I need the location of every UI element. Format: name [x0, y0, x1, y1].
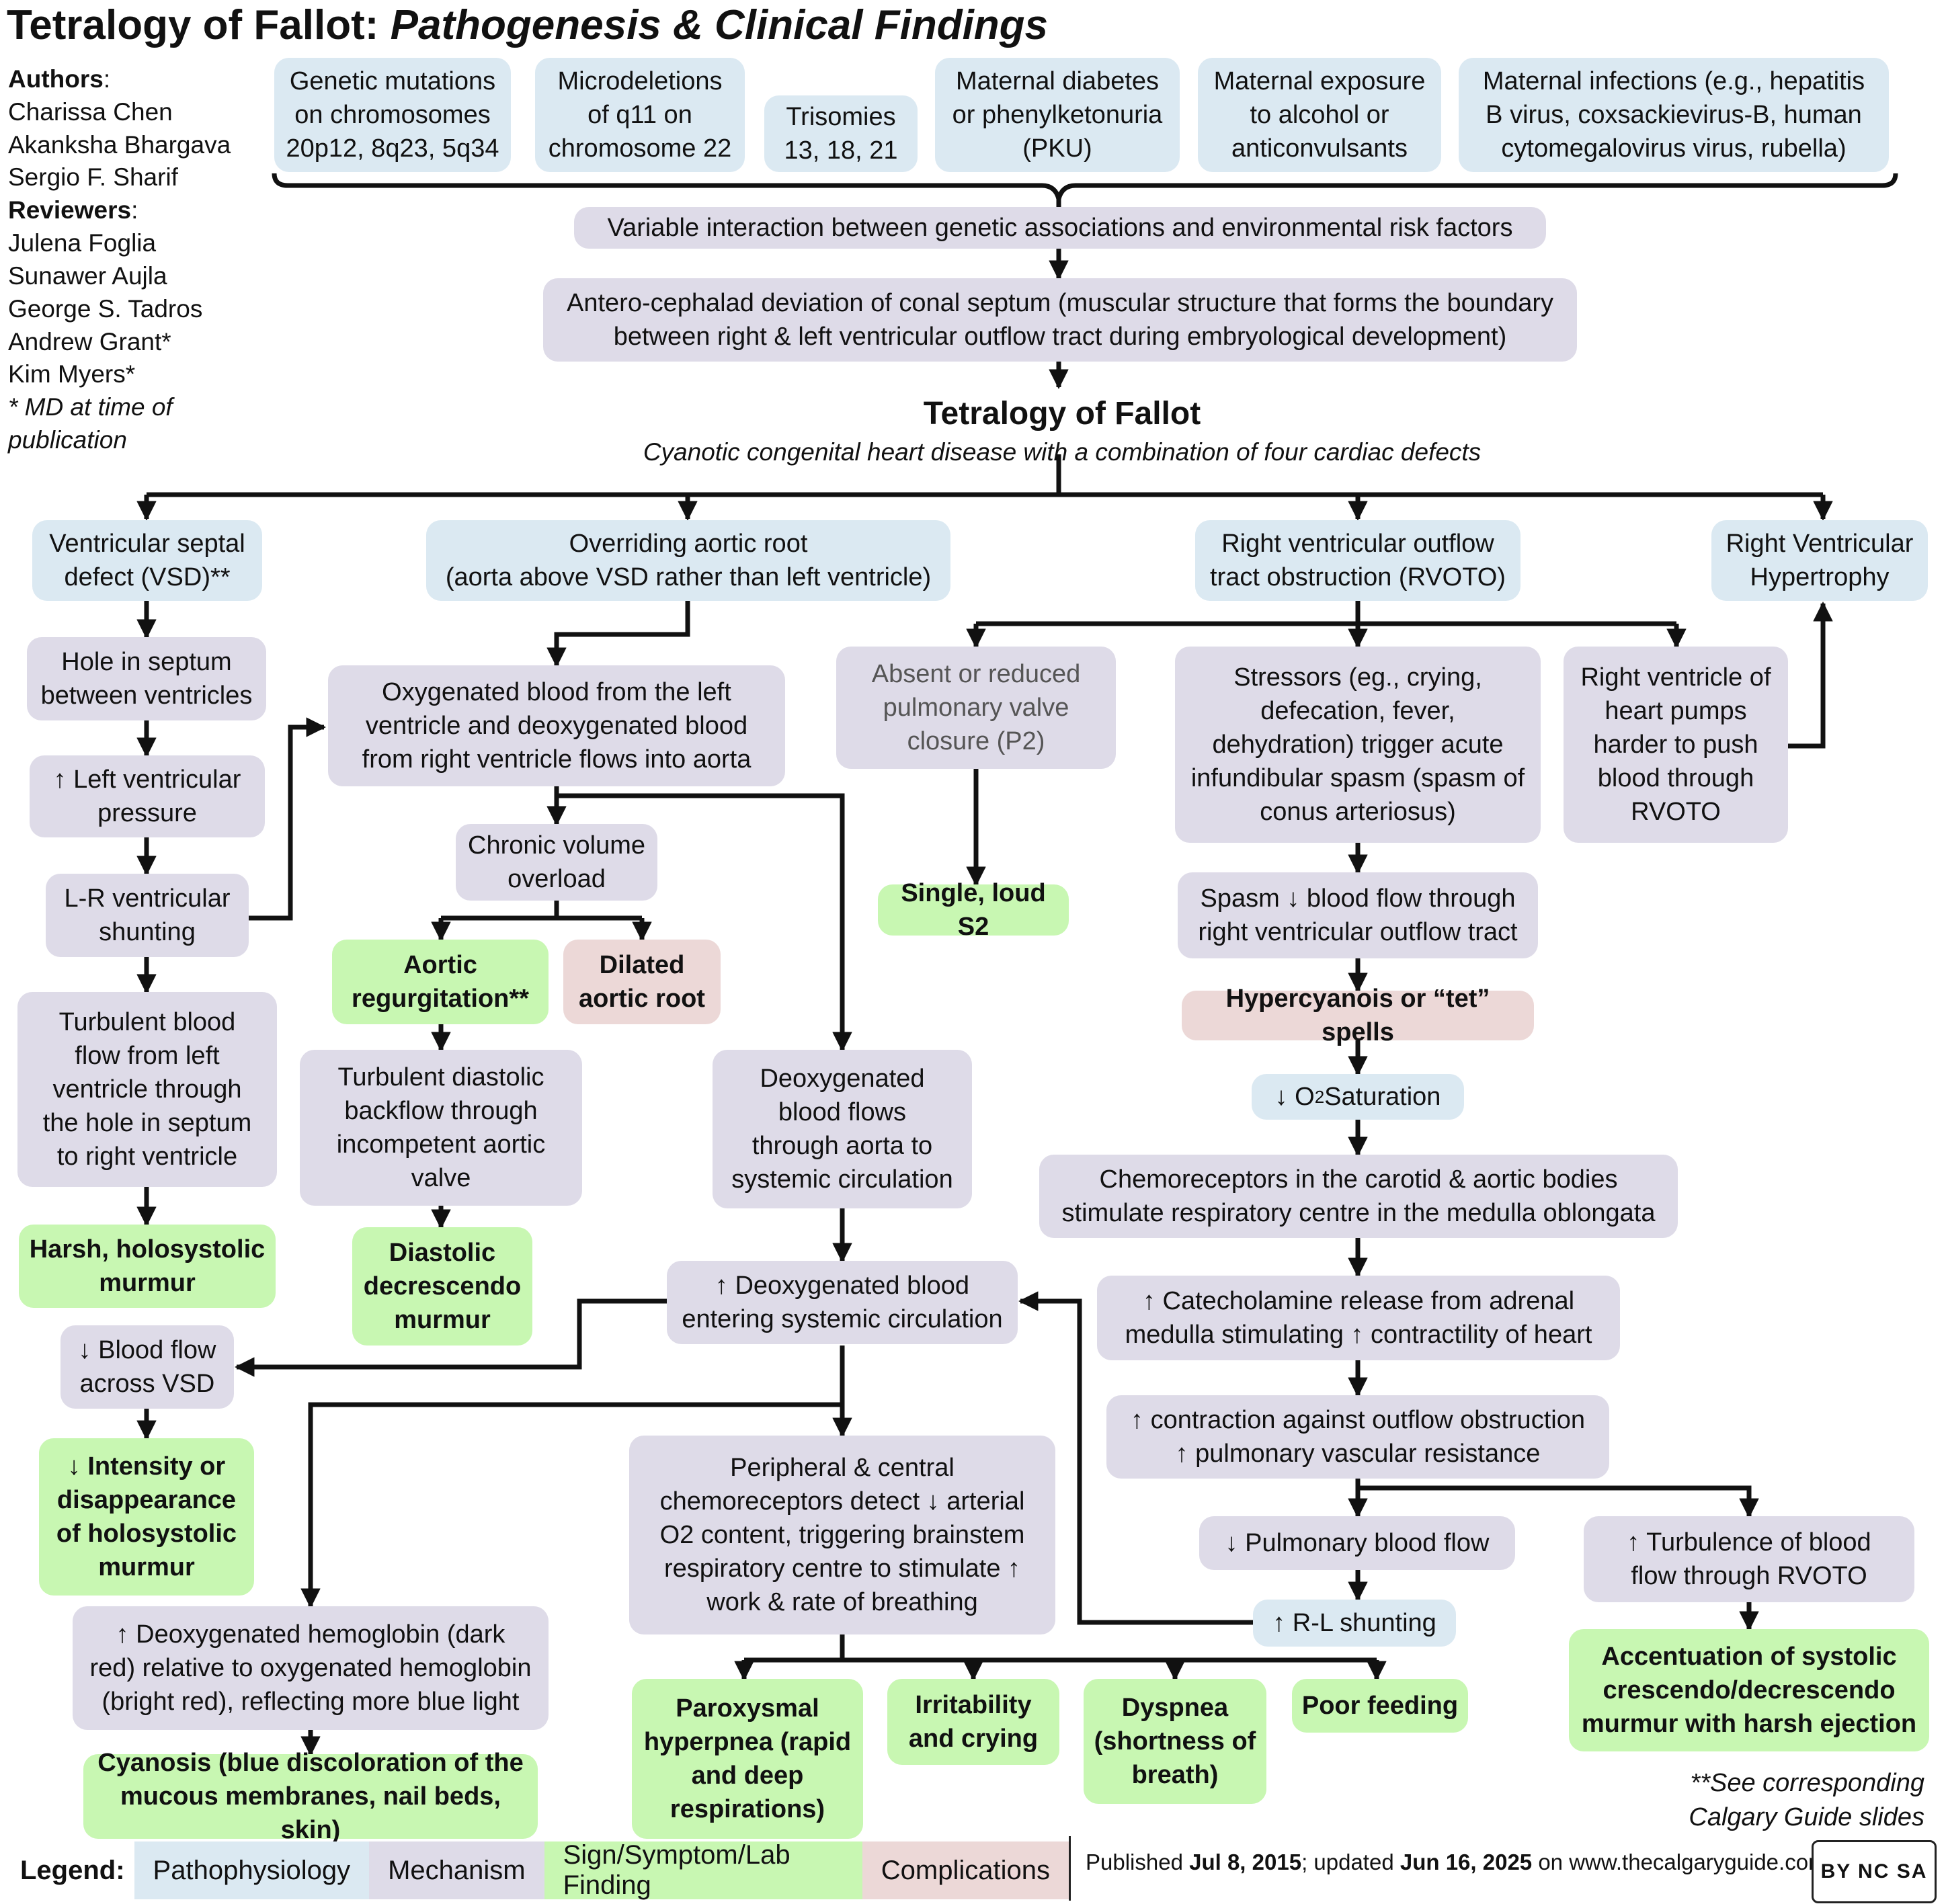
legend-mechanism: Mechanism [369, 1841, 544, 1899]
page-title: Tetralogy of Fallot: Pathogenesis & Clin… [7, 2, 1049, 48]
rv-pumps-harder: Right ventricle of heart pumps harder to… [1564, 647, 1788, 843]
variable-interaction: Variable interaction between genetic ass… [574, 207, 1546, 249]
rl-shunting: ↑ R-L shunting [1253, 1600, 1456, 1647]
published-info: Published Jul 8, 2015; updated Jun 16, 2… [1086, 1850, 1827, 1874]
chronic-volume-overload: Chronic volume overload [456, 824, 657, 901]
authors-label: Authors [8, 65, 104, 93]
carotid-chemoreceptors: Chemoreceptors in the carotid & aortic b… [1039, 1155, 1678, 1238]
author-name: Akanksha Bhargava [8, 130, 231, 159]
reviewers-label: Reviewers [8, 196, 132, 224]
tof-subtitle: Cyanotic congenital heart disease with a… [643, 438, 1482, 466]
turbulence-rvoto: ↑ Turbulence of blood flow through RVOTO [1584, 1516, 1914, 1602]
legend-sign-symptom: Sign/Symptom/Lab Finding [544, 1840, 862, 1900]
murmur-intensity-decrease: ↓ Intensity or disappearance of holosyst… [39, 1438, 254, 1596]
reviewer-name: Kim Myers* [8, 360, 136, 388]
pulmonary-blood-flow: ↓ Pulmonary blood flow [1199, 1516, 1515, 1570]
deoxygenated-entering-systemic: ↑ Deoxygenated blood entering systemic c… [667, 1261, 1018, 1344]
turbulent-vsd-flow: Turbulent blood flow from left ventricle… [17, 992, 277, 1187]
lv-pressure: ↑ Left ventricular pressure [30, 755, 265, 837]
legend-complications: Complications [862, 1841, 1069, 1899]
author-name: Sergio F. Sharif [8, 163, 178, 192]
rv-hypertrophy: Right Ventricular Hypertrophy [1711, 520, 1928, 601]
legend: Legend: Pathophysiology Mechanism Sign/S… [0, 1840, 1069, 1900]
reviewer-name: George S. Tadros [8, 294, 203, 323]
paroxysmal-hyperpnea: Paroxysmal hyperpnea (rapid and deep res… [632, 1679, 863, 1839]
reviewer-name: Julena Foglia [8, 229, 157, 257]
legend-pathophysiology: Pathophysiology [134, 1841, 370, 1899]
poor-feeding: Poor feeding [1292, 1679, 1468, 1733]
page-subtitle: Pathogenesis & Clinical Findings [390, 2, 1049, 48]
author-name: Charissa Chen [8, 97, 173, 126]
diastolic-decrescendo-murmur: Diastolic decrescendo murmur [352, 1227, 532, 1346]
creative-commons-icon: BY NC SA [1812, 1840, 1937, 1903]
irritability-crying: Irritability and crying [887, 1679, 1059, 1765]
deoxygenated-hemoglobin: ↑ Deoxygenated hemoglobin (dark red) rel… [73, 1606, 549, 1730]
tet-spells: Hypercyanois or “tet” spells [1182, 985, 1534, 1046]
spasm-blood-flow: Spasm ↓ blood flow through right ventric… [1178, 872, 1538, 958]
risk-factor-maternal-alcohol: Maternal exposure to alcohol or anticonv… [1198, 58, 1441, 172]
dyspnea: Dyspnea (shortness of breath) [1084, 1679, 1266, 1804]
reviewer-name: Sunawer Aujla [8, 261, 167, 290]
risk-factor-trisomies: Trisomies 13, 18, 21 [764, 95, 918, 172]
overriding-aortic-root: Overriding aortic root (aorta above VSD … [426, 520, 950, 601]
legend-label: Legend: [0, 1841, 134, 1899]
harsh-holosystolic-murmur: Harsh, holosystolic murmur [19, 1225, 276, 1308]
author-note: * MD at time of publication [8, 393, 173, 454]
aortic-regurgitation: Aortic regurgitation** [332, 940, 549, 1024]
cyanosis: Cyanosis (blue discoloration of the muco… [83, 1749, 538, 1844]
absent-pulmonary-valve-closure: Absent or reduced pulmonary valve closur… [836, 647, 1116, 769]
lr-shunting: L-R ventricular shunting [46, 874, 249, 957]
footnote: **See corresponding Calgary Guide slides [1689, 1769, 1924, 1832]
single-loud-s2: Single, loud S2 [878, 879, 1069, 941]
systolic-murmur-accentuation: Accentuation of systolic crescendo/decre… [1569, 1629, 1929, 1751]
risk-factor-maternal-diabetes: Maternal diabetes or phenylketonuria (PK… [935, 58, 1180, 172]
risk-factor-microdeletion: Microdeletions of q11 on chromosome 22 [535, 58, 745, 172]
blood-flow-across-vsd: ↓ Blood flow across VSD [60, 1325, 234, 1409]
tof-title: Tetralogy of Fallot [923, 396, 1201, 431]
legend-divider [1069, 1836, 1071, 1901]
turbulent-diastolic-backflow: Turbulent diastolic backflow through inc… [300, 1050, 582, 1206]
catecholamine-release: ↑ Catecholamine release from adrenal med… [1097, 1276, 1620, 1360]
risk-factor-genetic: Genetic mutations on chromosomes 20p12, … [274, 58, 511, 172]
authors-block: Authors: Charissa Chen Akanksha Bhargava… [8, 63, 231, 457]
deoxygenated-to-systemic: Deoxygenated blood flows through aorta t… [713, 1050, 972, 1208]
dilated-aortic-root: Dilated aortic root [563, 940, 721, 1024]
vsd-box: Ventricular septal defect (VSD)** [32, 520, 262, 601]
peripheral-chemoreceptors: Peripheral & central chemoreceptors dete… [629, 1436, 1055, 1634]
mixed-blood-into-aorta: Oxygenated blood from the left ventricle… [328, 665, 785, 786]
rvoto: Right ventricular outflow tract obstruct… [1195, 520, 1521, 601]
contraction-against-obstruction: ↑ contraction against outflow obstructio… [1106, 1395, 1609, 1479]
risk-factor-maternal-infections: Maternal infections (e.g., hepatitis B v… [1459, 58, 1889, 172]
hole-in-septum: Hole in septum between ventricles [27, 637, 266, 720]
stressors-spasm: Stressors (eg., crying, defecation, feve… [1175, 647, 1541, 843]
conal-septum-deviation: Antero-cephalad deviation of conal septu… [543, 278, 1577, 362]
reviewer-name: Andrew Grant* [8, 327, 171, 356]
